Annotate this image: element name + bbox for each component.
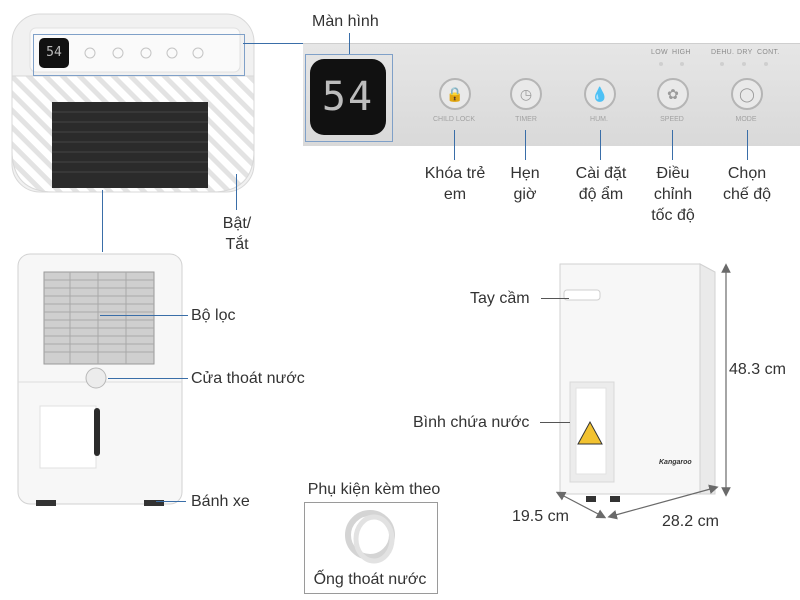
humidity-label: Cài đặt độ ẩm xyxy=(575,165,627,203)
speed-high-caption: HIGH xyxy=(672,49,691,56)
filter-pointer xyxy=(100,315,188,316)
accessory-label: Ống thoát nước xyxy=(313,571,427,588)
mode-dehu-caption: DEHU. xyxy=(711,49,735,56)
clock-icon: ◷ xyxy=(519,86,533,102)
mode-dehu-led xyxy=(720,62,724,66)
droplet-icon: 💧 xyxy=(591,86,609,102)
brand-logo: Kangaroo xyxy=(659,459,692,466)
humidity-caption: HUM. xyxy=(590,116,608,123)
mode-cont-caption: CONT. xyxy=(757,49,780,56)
tank-pointer xyxy=(540,422,570,423)
top-view-body xyxy=(11,13,255,193)
power-pointer xyxy=(236,174,237,210)
side-view-illustration xyxy=(559,263,716,502)
mode-cont-led xyxy=(764,62,768,66)
timer-button[interactable]: ◷ xyxy=(510,78,542,110)
wheels-pointer xyxy=(156,501,186,502)
drain-label: Cửa thoát nước xyxy=(191,370,305,387)
mode-pointer xyxy=(747,130,748,160)
tank-label: Bình chứa nước xyxy=(413,414,530,431)
mode-icon: ◯ xyxy=(739,86,755,102)
depth-arrow xyxy=(555,491,607,519)
drain-hose-illustration xyxy=(345,510,395,564)
display-frame xyxy=(305,54,393,142)
speed-low-caption: LOW xyxy=(651,49,668,56)
humidity-pointer xyxy=(600,130,601,160)
filter-label: Bộ lọc xyxy=(191,307,236,324)
speed-button[interactable]: ✿ xyxy=(657,78,689,110)
child-lock-label: Khóa trẻ em xyxy=(424,165,486,203)
accessory-title: Phụ kiện kèm theo xyxy=(307,481,441,498)
timer-caption: TIMER xyxy=(515,116,537,123)
handle-label: Tay cầm xyxy=(470,290,530,307)
drain-pointer xyxy=(108,378,188,379)
wheels-label: Bánh xe xyxy=(191,493,250,510)
width-dimension: 28.2 cm xyxy=(662,513,719,530)
child-lock-caption: CHILD LOCK xyxy=(432,116,475,123)
speed-label: Điều chỉnh tốc độ xyxy=(651,165,695,224)
mode-label: Chọn chế độ xyxy=(722,165,772,203)
speed-high-led xyxy=(680,62,684,66)
mode-caption: MODE xyxy=(735,116,757,123)
front-view-body xyxy=(17,253,183,506)
height-dimension: 48.3 cm xyxy=(729,361,786,378)
timer-label: Hẹn giờ xyxy=(510,165,540,203)
humidity-display: 54 xyxy=(310,59,386,135)
speed-pointer xyxy=(672,130,673,160)
fan-icon: ✿ xyxy=(667,86,679,102)
child-lock-pointer xyxy=(454,130,455,160)
small-display-frame xyxy=(33,34,245,76)
screen-pointer xyxy=(349,33,350,54)
power-label: Bật/ Tắt xyxy=(222,215,252,253)
mode-dry-led xyxy=(742,62,746,66)
handle-pointer xyxy=(541,298,569,299)
screen-link-line xyxy=(243,43,303,44)
width-arrow xyxy=(607,484,719,520)
screen-label: Màn hình xyxy=(312,13,379,30)
mode-dry-caption: DRY xyxy=(737,49,753,56)
small-display: 54 xyxy=(39,38,69,68)
lock-icon: 🔒 xyxy=(446,86,464,102)
speed-low-led xyxy=(659,62,663,66)
speed-caption: SPEED xyxy=(660,116,684,123)
humidity-button[interactable]: 💧 xyxy=(584,78,616,110)
accessory-box xyxy=(304,502,438,594)
child-lock-button[interactable]: 🔒 xyxy=(439,78,471,110)
mode-button[interactable]: ◯ xyxy=(731,78,763,110)
timer-pointer xyxy=(525,130,526,160)
depth-dimension: 19.5 cm xyxy=(512,508,569,525)
top-view-link-line xyxy=(102,190,103,252)
